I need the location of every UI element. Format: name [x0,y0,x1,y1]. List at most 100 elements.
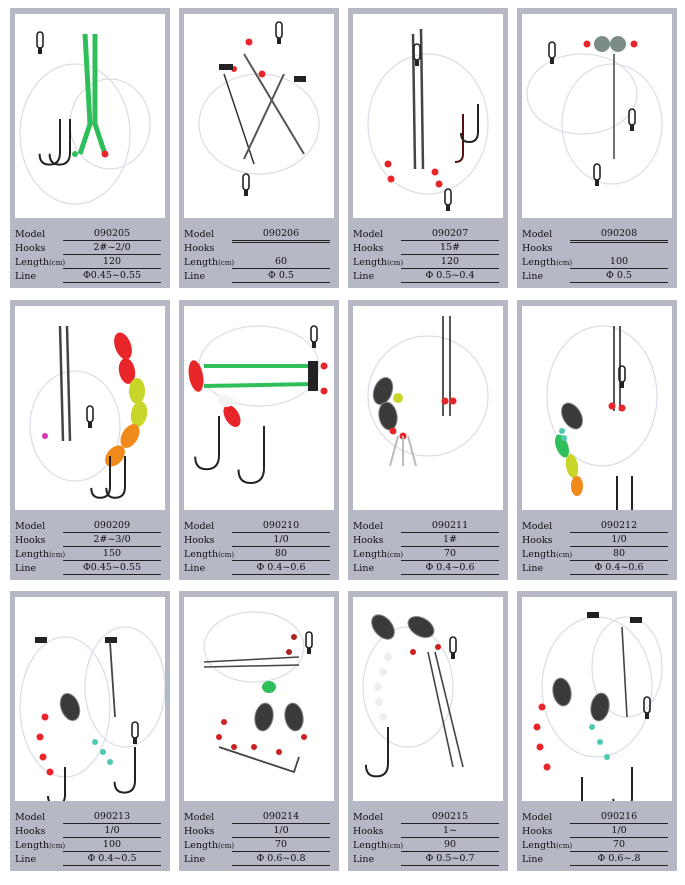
model-value: 090214 [232,811,330,824]
spec-row-line: Line Φ 0.5 [184,270,337,284]
length-label-text: Length [353,840,388,851]
model-value: 090213 [63,811,161,824]
length-label-text: Length [353,257,388,268]
fishing-rig-illustration [546,325,658,510]
length-label: Length(cm) [15,839,65,853]
hooks-value: 1~ [401,825,499,838]
length-value: 70 [232,839,330,852]
spec-row-length: Length(cm)70 [353,548,506,562]
model-label: Model [353,811,383,825]
line-label-text: Line [522,854,544,865]
length-unit: (cm) [218,842,235,850]
length-unit: (cm) [218,551,235,559]
model-value: 090210 [232,520,330,533]
hooks-label-text: Hooks [522,826,553,837]
product-photo [353,306,503,510]
length-unit: (cm) [49,259,66,267]
line-label: Line [522,270,543,284]
hooks-label: Hooks [184,242,214,256]
spec-row-hooks: Hooks [522,242,675,256]
hooks-value: 15# [401,242,499,255]
model-label-text: Model [184,812,215,823]
line-value: Φ 0.5 [570,270,668,283]
model-label-text: Model [353,229,384,240]
line-label: Line [15,853,36,867]
length-label: Length(cm) [184,548,234,562]
model-value: 090206 [232,228,330,241]
fishing-rig-illustration [526,36,663,186]
spec-row-length: Length(cm)70 [184,839,337,853]
model-label-text: Model [522,521,553,532]
line-value: Φ0.45~0.55 [63,270,161,283]
line-value: Φ 0.6~0.8 [232,853,330,866]
model-label-text: Model [353,812,384,823]
line-label-text: Line [522,563,544,574]
line-label-text: Line [522,271,544,282]
line-label: Line [184,270,205,284]
length-unit: (cm) [556,551,573,559]
product-photo [353,597,503,801]
hooks-label-text: Hooks [522,243,553,254]
length-label-text: Length [184,549,219,560]
length-value: 120 [63,256,161,269]
length-label: Length(cm) [522,256,572,270]
spec-row-length: Length(cm)120 [353,256,506,270]
length-label-text: Length [522,840,557,851]
hooks-value: 1/0 [232,534,330,547]
hooks-label-text: Hooks [184,243,215,254]
line-value: Φ 0.5 [232,270,330,283]
model-label-text: Model [522,812,553,823]
line-value: Φ 0.4~0.6 [232,562,330,575]
length-label-text: Length [15,549,50,560]
fishing-rig-illustration [533,612,663,801]
model-label: Model [353,520,383,534]
product-photo [522,306,672,510]
length-value: 70 [570,839,668,852]
spec-row-length: Length(cm)80 [522,548,675,562]
fishing-rig-illustration [362,614,464,778]
hooks-label-text: Hooks [184,826,215,837]
line-label-text: Line [353,563,375,574]
spec-row-length: Length(cm)80 [184,548,337,562]
model-value: 090205 [63,228,161,241]
length-value: 70 [401,548,499,561]
length-label-text: Length [184,840,219,851]
length-label-text: Length [15,257,50,268]
hooks-label: Hooks [353,534,383,548]
model-value: 090208 [570,228,668,241]
hooks-label: Hooks [522,825,552,839]
hooks-label-text: Hooks [522,535,553,546]
line-label: Line [353,270,374,284]
model-label: Model [184,228,214,242]
length-label: Length(cm) [184,839,234,853]
length-unit: (cm) [49,842,66,850]
model-label-text: Model [15,812,46,823]
spec-row-length: Length(cm)100 [15,839,168,853]
line-label-text: Line [15,563,37,574]
hooks-label: Hooks [15,534,45,548]
